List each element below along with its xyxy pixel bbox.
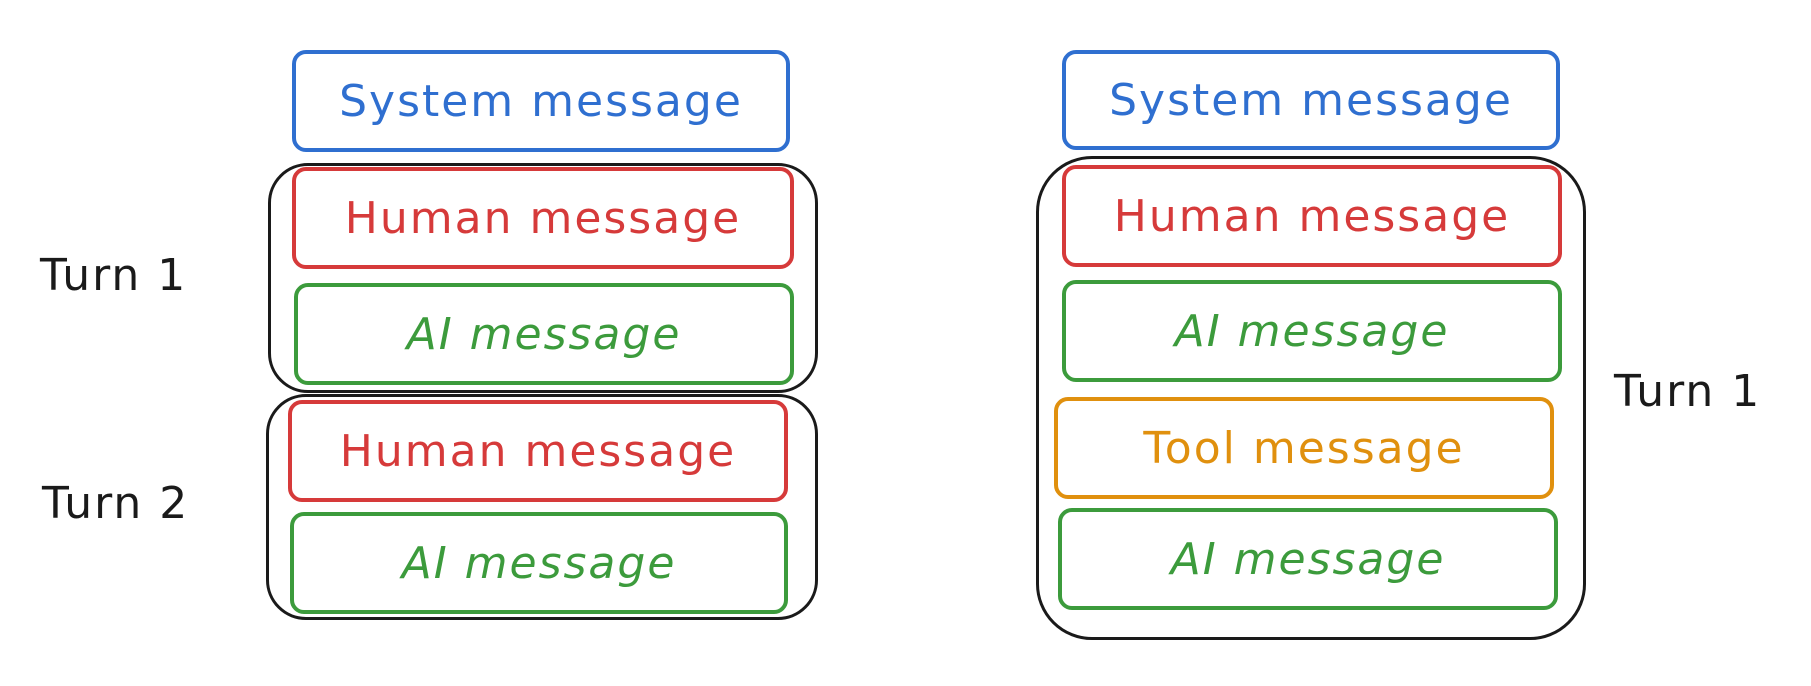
left-turn2-group [266,394,818,620]
left-turn1-ai-message: AI message [294,283,794,385]
left-turn2-ai-message: AI message [290,512,788,614]
left-turn1-group [268,163,818,393]
left-system-message: System message [292,50,790,152]
right-turn1-label: Turn 1 [1614,366,1762,417]
right-system-message: System message [1062,50,1560,150]
right-turn1-ai-message-first: AI message [1062,280,1562,382]
right-turn1-ai-message-second: AI message [1058,508,1558,610]
left-turn1-human-message: Human message [292,167,794,269]
right-turn1-human-message: Human message [1062,165,1562,267]
left-turn2-label: Turn 2 [42,478,190,529]
left-turn2-human-message: Human message [288,400,788,502]
right-turn1-group [1036,156,1586,640]
right-turn1-tool-message: Tool message [1054,397,1554,499]
left-turn1-label: Turn 1 [40,250,188,301]
